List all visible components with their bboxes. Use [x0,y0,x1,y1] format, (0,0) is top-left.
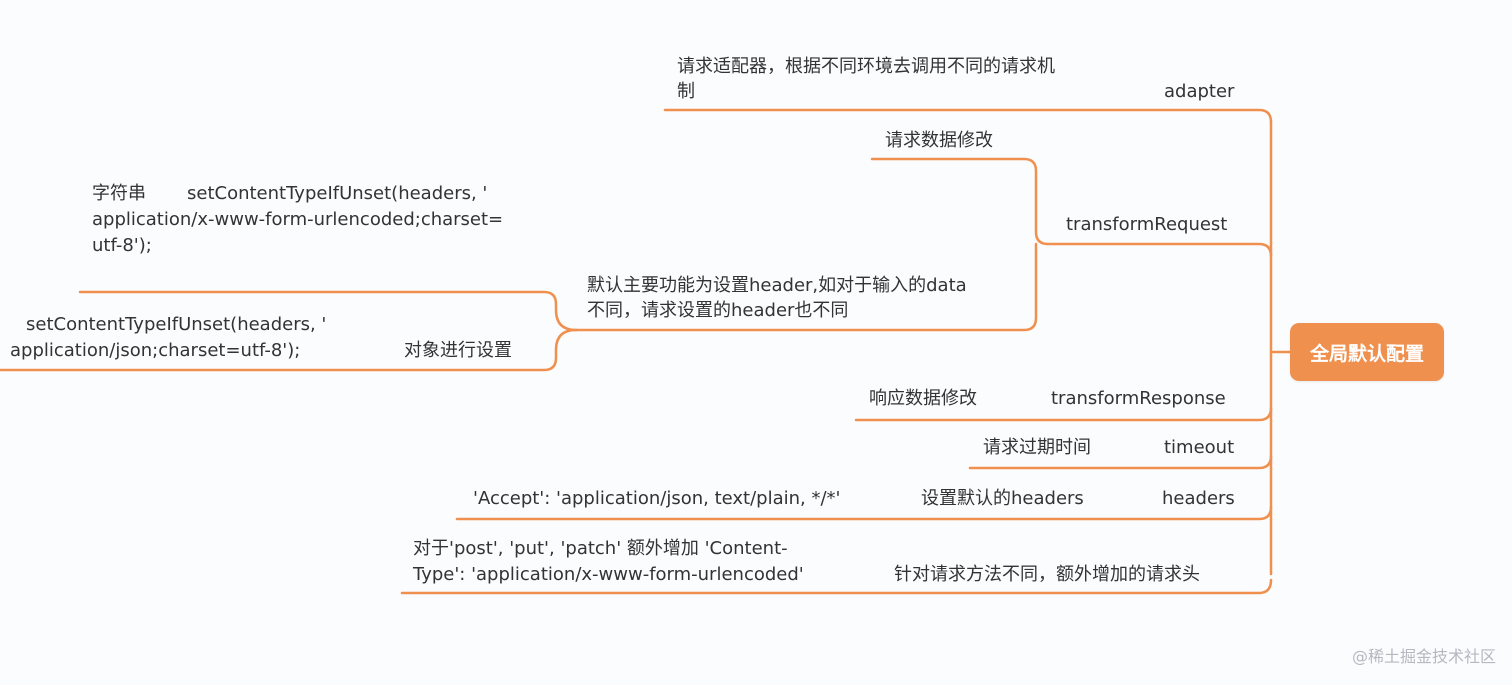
object-code-line-1: setContentTypeIfUnset(headers, ' [26,314,327,335]
transform-request-desc-connector [574,242,1038,332]
request-data-modify-node[interactable]: 请求数据修改 [885,130,993,151]
object-label: 对象进行设置 [404,340,512,361]
method-headers-value-line-2: Type': 'application/x-www-form-urlencode… [413,564,804,585]
transform-response-connector [854,406,1273,422]
adapter-description-line-1: 请求适配器，根据不同环境去调用不同的请求机 [677,56,1055,77]
transform-request-connector [1046,242,1273,258]
object-connector [0,328,578,372]
transform-request-node[interactable]: transformRequest [1066,214,1228,235]
headers-node[interactable]: headers [1162,488,1235,509]
transform-request-desc-line-2: 不同，请求设置的header也不同 [587,300,849,321]
method-headers-connector [400,578,1273,595]
watermark: @稀土掘金技术社区 [1351,647,1496,666]
default-headers-description: 设置默认的headers [921,488,1084,509]
adapter-description-line-2: 制 [677,81,695,102]
transform-request-desc-line-1: 默认主要功能为设置header,如对于输入的data [587,275,967,296]
timeout-connector [968,454,1273,470]
object-code-line-2: application/json;charset=utf-8'); [10,340,301,361]
response-data-modify-node[interactable]: 响应数据修改 [869,388,977,409]
method-headers-description: 针对请求方法不同，额外增加的请求头 [894,564,1200,585]
accept-header-value: 'Accept': 'application/json, text/plain,… [473,488,841,509]
adapter-node[interactable]: adapter [1164,81,1235,102]
headers-connector [455,505,1273,521]
string-code-line-1: setContentTypeIfUnset(headers, ' [187,183,488,204]
method-headers-value-line-1: 对于'post', 'put', 'patch' 额外增加 'Content- [413,538,788,559]
root-node[interactable]: 全局默认配置 [1290,323,1444,381]
timeout-node[interactable]: timeout [1164,437,1235,458]
adapter-connector [663,108,1273,124]
string-code-line-3: utf-8'); [92,235,152,256]
string-label: 字符串 [92,183,146,204]
timeout-description: 请求过期时间 [983,437,1091,458]
transform-response-node[interactable]: transformResponse [1051,388,1226,409]
transform-request-subspine [870,157,1050,246]
string-connector [78,290,578,332]
string-code-line-2: application/x-www-form-urlencoded;charse… [92,209,504,230]
